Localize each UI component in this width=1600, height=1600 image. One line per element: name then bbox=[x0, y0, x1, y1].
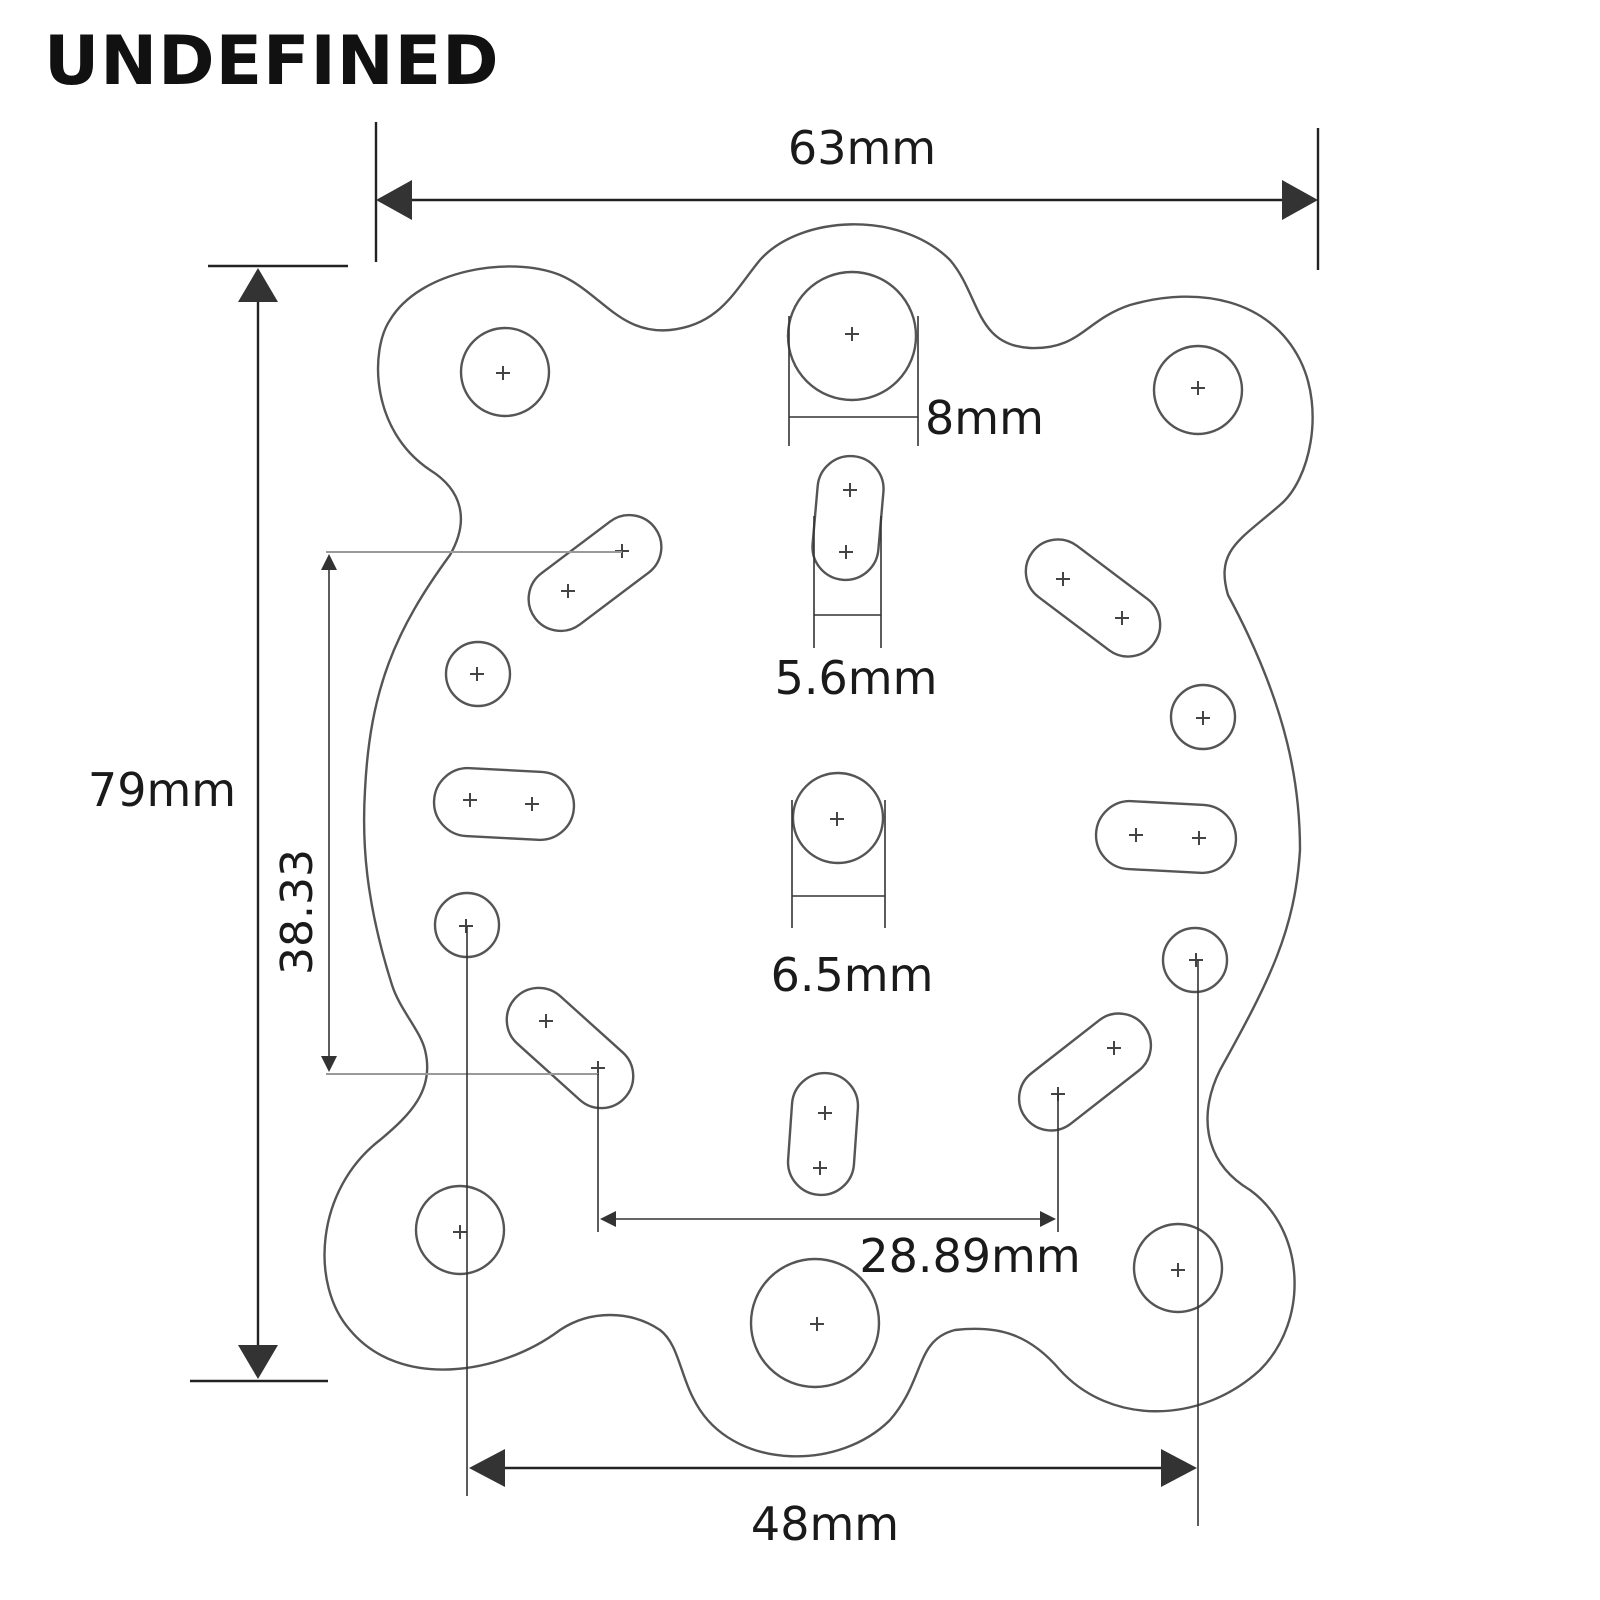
label-top-hole: 8mm bbox=[925, 391, 1044, 445]
dimension-width-top bbox=[374, 122, 1320, 270]
hole-top-left bbox=[459, 326, 551, 418]
slot-mid-right bbox=[1094, 799, 1238, 875]
dimension-slot-spacing-horizontal bbox=[597, 1074, 1059, 1232]
hole-right-small-lower bbox=[1161, 926, 1229, 994]
slot-upper-left bbox=[527, 513, 663, 633]
hole-bottom-left bbox=[414, 1184, 506, 1276]
slot-lower-right bbox=[1017, 1012, 1153, 1132]
dimension-slot-spacing-vertical bbox=[321, 551, 622, 1075]
hole-right-small-upper bbox=[1169, 683, 1237, 751]
label-slot-width: 5.6mm bbox=[775, 651, 938, 705]
label-slot-spacing-vertical: 38.33 bbox=[272, 849, 323, 975]
label-width-top: 63mm bbox=[788, 121, 936, 175]
hole-bottom-center bbox=[749, 1257, 881, 1389]
diagram-title: UNDEFINED bbox=[44, 22, 500, 101]
hole-center bbox=[791, 771, 885, 865]
dimension-hole-spacing-bottom bbox=[466, 926, 1199, 1526]
label-slot-spacing-horizontal: 28.89mm bbox=[859, 1229, 1080, 1283]
dimension-height-left bbox=[190, 264, 348, 1383]
dimension-center-hole bbox=[791, 800, 886, 928]
label-height-left: 79mm bbox=[88, 763, 236, 817]
hole-bottom-right bbox=[1132, 1222, 1224, 1314]
dimension-top-hole bbox=[788, 316, 919, 446]
hole-top-center bbox=[786, 270, 918, 402]
dimension-slot-width bbox=[813, 516, 882, 648]
slot-lower-left bbox=[505, 986, 635, 1110]
slot-mid-left bbox=[432, 766, 576, 842]
plate-outline bbox=[323, 223, 1314, 1458]
slot-upper-right bbox=[1024, 538, 1162, 658]
label-center-hole: 6.5mm bbox=[771, 948, 934, 1002]
slot-top-center bbox=[811, 454, 885, 582]
label-hole-spacing-bottom: 48mm bbox=[751, 1497, 899, 1551]
hole-left-small-upper bbox=[444, 640, 512, 708]
slot-bottom-center bbox=[786, 1071, 860, 1197]
hole-top-right bbox=[1152, 344, 1244, 436]
